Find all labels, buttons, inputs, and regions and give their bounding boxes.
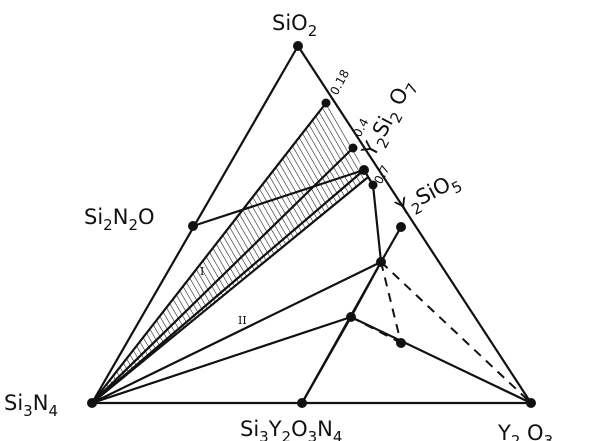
tie-line — [90, 260, 383, 405]
vertex-label-si3n4: Si3N4 — [4, 391, 58, 420]
compound-point-apatite — [376, 257, 386, 267]
ratio-label-018: 0.18 — [327, 67, 352, 97]
edge-right — [296, 44, 533, 405]
tie-line — [349, 315, 533, 405]
hatched-region-lower — [92, 148, 367, 403]
tie-line — [300, 260, 383, 405]
compound-point-woehlerite — [346, 312, 356, 322]
compound-label-y2sio5: Y2SiO5 — [391, 167, 465, 225]
compound-point-07 — [368, 180, 378, 190]
region-label-ii: II — [238, 314, 247, 327]
tie-line — [371, 183, 383, 264]
compound-point-y2si2o7 — [359, 165, 369, 175]
compound-point-k-phase — [396, 338, 406, 348]
tie-line — [90, 168, 366, 405]
tie-line — [90, 315, 353, 405]
compound-point-si3y2o3n4 — [297, 398, 307, 408]
dashed-line — [380, 261, 532, 404]
tie-line — [90, 176, 369, 405]
compound-point-04 — [348, 143, 358, 153]
compound-point-si2n2o — [188, 221, 198, 231]
compound-label-si2n2o: Si2N2O — [84, 205, 155, 234]
tie-line — [90, 146, 355, 405]
compound-point-y2sio5 — [396, 222, 406, 232]
tie-line — [90, 101, 328, 405]
hatched-region — [92, 103, 353, 403]
ratio-label-04: 0.4 — [350, 116, 371, 139]
tie-line — [379, 225, 403, 264]
vertex-label-y2o3: Y2 O3 — [497, 421, 553, 441]
dashed-line — [380, 261, 402, 344]
compound-label-si3y2o3n4: Si3Y2O3N4 — [240, 417, 342, 441]
vertex-label-sio2: SiO2 — [272, 11, 317, 40]
vertex-point-si3n4 — [87, 398, 97, 408]
vertex-point-y2o3 — [526, 398, 536, 408]
region-label-i: I — [200, 265, 204, 278]
compound-point-018 — [321, 98, 331, 108]
tie-line — [191, 168, 366, 228]
compound-label-y2si2o7: Y2Si2 O7 — [357, 75, 422, 164]
vertex-point-sio2 — [293, 41, 303, 51]
